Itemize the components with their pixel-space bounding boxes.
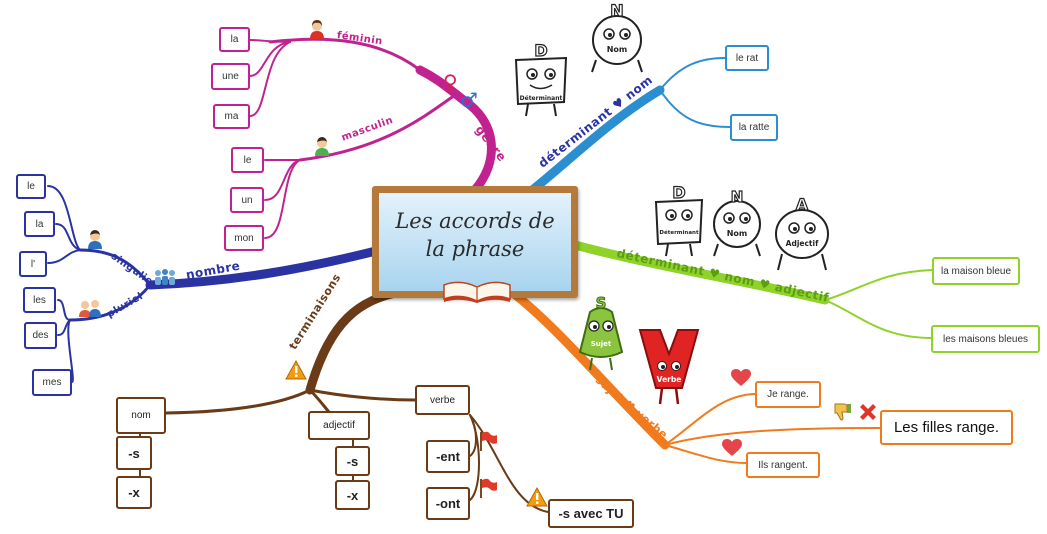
pluriel-branch	[68, 283, 152, 322]
sujet-verbe-branch	[507, 287, 670, 450]
male-symbol-icon: ♂	[460, 88, 478, 112]
determinant-caption: Déterminant	[520, 95, 563, 102]
det-nom-adj-item[interactable]: la maison bleue	[932, 257, 1020, 285]
sujet-caption: Sujet	[591, 340, 612, 348]
flag-icon	[480, 478, 497, 498]
feminin-item[interactable]: ma	[213, 104, 250, 129]
determinant-caption: Déterminant	[659, 229, 699, 236]
man-avatar-icon	[88, 230, 102, 249]
terminaison-adjectif-box[interactable]: adjectif	[308, 411, 370, 440]
nom-character-icon: N Nom	[713, 188, 761, 257]
verbe-character-icon: V Verbe	[638, 329, 700, 405]
determinant-letter: D	[534, 41, 547, 60]
singulier-item[interactable]: le	[16, 174, 46, 199]
terminaison-verbe-box[interactable]: verbe	[415, 385, 470, 415]
determinant-letter: D	[672, 183, 685, 202]
det-nom-item[interactable]: le rat	[725, 45, 769, 71]
nom-letter: N	[610, 2, 623, 20]
verbe-letter: V	[666, 339, 673, 349]
terminaison-nom-item[interactable]: -x	[116, 476, 152, 509]
terminaison-nom-box[interactable]: nom	[116, 397, 166, 434]
people-icon	[155, 269, 175, 285]
singulier-branch	[78, 248, 152, 287]
terminaison-verbe-extra[interactable]: -s avec TU	[548, 499, 634, 528]
nom-letter: N	[731, 188, 744, 206]
det-nom-adj-branch	[570, 240, 830, 305]
terminaison-verbe-item[interactable]: -ont	[426, 487, 470, 520]
sujet-verbe-item[interactable]: Ils rangent.	[746, 452, 820, 478]
woman-avatar-icon	[310, 20, 324, 39]
central-topic-title: Les accords de la phrase	[395, 209, 555, 261]
flag-icon	[480, 431, 497, 451]
nombre-branch	[145, 245, 385, 290]
sujet-verbe-wrong-item[interactable]: Les filles range.	[880, 410, 1013, 445]
sujet-character-icon: S Sujet	[578, 294, 624, 371]
people-icon	[79, 300, 101, 317]
adjectif-caption: Adjectif	[786, 239, 819, 248]
singulier-item[interactable]: la	[24, 211, 55, 237]
sujet-letter: S	[596, 294, 607, 312]
heart-icon	[731, 369, 751, 386]
thumbs-down-icon	[834, 403, 851, 421]
man-avatar-icon	[315, 137, 329, 156]
nom-caption: Nom	[727, 229, 748, 238]
cross-icon	[860, 404, 876, 420]
terminaison-adjectif-item[interactable]: -x	[335, 480, 370, 510]
masculin-item[interactable]: mon	[224, 225, 264, 251]
terminaison-verbe-item[interactable]: -ent	[426, 440, 470, 473]
determinant-character-icon: D Déterminant	[654, 182, 704, 257]
singulier-item[interactable]: l'	[19, 251, 47, 277]
genre-branch	[415, 65, 496, 195]
det-nom-item[interactable]: la ratte	[730, 114, 778, 141]
warning-icon	[526, 487, 548, 507]
sujet-verbe-item[interactable]: Je range.	[755, 381, 821, 408]
central-topic-board[interactable]: Les accords de la phrase	[372, 186, 578, 298]
heart-icon	[722, 439, 742, 456]
terminaison-adjectif-item[interactable]: -s	[335, 446, 370, 476]
det-nom-adj-item[interactable]: les maisons bleues	[931, 325, 1040, 353]
det-nom-branch	[525, 85, 665, 197]
determinant-character-icon: D Déterminant	[514, 40, 568, 117]
nom-caption: Nom	[607, 45, 628, 54]
book-icon	[443, 281, 511, 303]
verbe-caption: Verbe	[657, 375, 682, 384]
feminin-item[interactable]: la	[219, 27, 250, 52]
terminaison-nom-item[interactable]: -s	[116, 436, 152, 470]
pluriel-item[interactable]: les	[23, 287, 56, 313]
pluriel-item[interactable]: des	[24, 322, 57, 349]
adjectif-letter: A	[796, 195, 809, 214]
nom-character-icon: N Nom	[591, 2, 643, 73]
feminin-branch	[268, 37, 422, 72]
warning-icon	[285, 360, 307, 380]
pluriel-item[interactable]: mes	[32, 369, 72, 396]
female-symbol-icon: ♀	[443, 70, 458, 94]
adjectif-character-icon: A Adjectif	[775, 194, 829, 271]
masculin-item[interactable]: un	[230, 187, 264, 213]
masculin-item[interactable]: le	[231, 147, 264, 173]
feminin-item[interactable]: une	[211, 63, 250, 90]
